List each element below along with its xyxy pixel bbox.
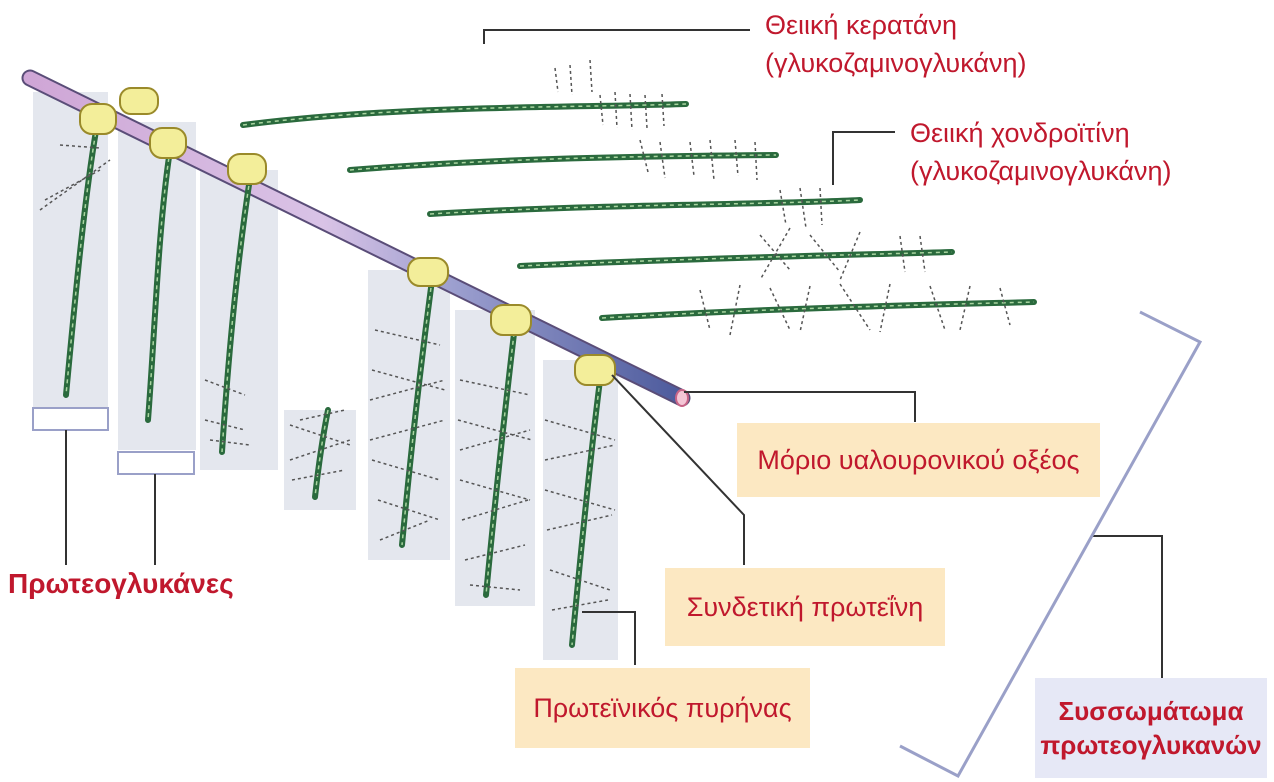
chondroitin-sulfate-subtitle: (γλυκοζαμινογλυκάνη) bbox=[910, 152, 1171, 190]
aggregate-label-line2: πρωτεογλυκανών bbox=[1040, 728, 1261, 762]
keratan-sulfate-label: Θειική κερατάνη (γλυκοζαμινογλυκάνη) bbox=[765, 6, 1026, 82]
core-protein-label-box: Πρωτεϊνικός πυρήνας bbox=[515, 668, 810, 748]
link-protein-label-box: Συνδετική πρωτεΐνη bbox=[665, 568, 945, 646]
core-protein-label: Πρωτεϊνικός πυρήνας bbox=[533, 693, 791, 724]
chondroitin-sulfate-label: Θειική χονδροϊτίνη (γλυκοζαμινογλυκάνη) bbox=[910, 114, 1171, 190]
hyaluronic-acid-label-box: Μόριο υαλουρονικού οξέος bbox=[737, 423, 1100, 497]
keratan-sulfate-subtitle: (γλυκοζαμινογλυκάνη) bbox=[765, 44, 1026, 82]
keratan-sulfate-title: Θειική κερατάνη bbox=[765, 6, 1026, 44]
hyaluronic-acid-label: Μόριο υαλουρονικού οξέος bbox=[757, 445, 1079, 476]
link-protein-label: Συνδετική πρωτεΐνη bbox=[687, 592, 924, 623]
upper-gag-chains bbox=[243, 60, 1034, 335]
aggregate-label: Συσσωμάτωμα πρωτεογλυκανών bbox=[1040, 694, 1261, 762]
proteoglycans-label: Πρωτεογλυκάνες bbox=[8, 568, 234, 600]
aggregate-label-box: Συσσωμάτωμα πρωτεογλυκανών bbox=[1035, 678, 1267, 778]
aggregate-label-line1: Συσσωμάτωμα bbox=[1040, 694, 1261, 728]
chondroitin-sulfate-title: Θειική χονδροϊτίνη bbox=[910, 114, 1171, 152]
